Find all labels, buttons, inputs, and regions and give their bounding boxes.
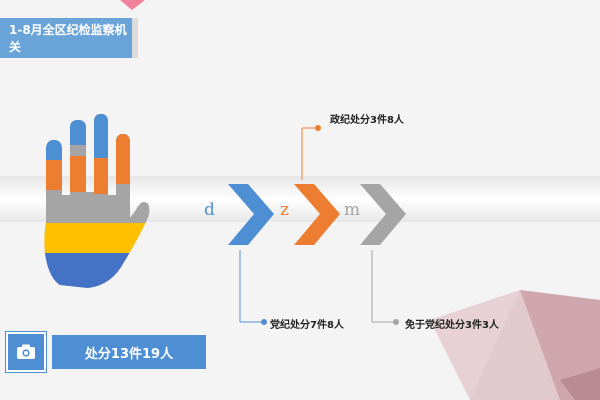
connector-d — [239, 250, 267, 325]
title-tab-shadow — [132, 18, 138, 58]
chevron-d — [228, 184, 274, 245]
chevron-z — [294, 184, 340, 245]
camera-icon — [6, 332, 46, 372]
chevron-m — [360, 184, 406, 245]
annotation-party-discipline: 党纪处分7件8人 — [270, 320, 344, 331]
connector-m — [371, 250, 399, 325]
hand-finger-bands — [46, 114, 130, 218]
step-letter-d: d — [204, 200, 215, 220]
annotation-administrative-discipline: 政纪处分3件8人 — [330, 115, 404, 126]
summary-bar: 处分13件19人 — [0, 331, 206, 372]
connector-z — [301, 125, 321, 180]
step-letter-z: z — [280, 200, 289, 220]
step-letter-m: m — [344, 200, 361, 220]
summary-label: 处分13件19人 — [52, 335, 206, 369]
page-title: 1-8月全区纪检监察机关 — [0, 18, 132, 58]
annotation-exempt-discipline: 免于党纪处分3件3人 — [405, 320, 499, 331]
